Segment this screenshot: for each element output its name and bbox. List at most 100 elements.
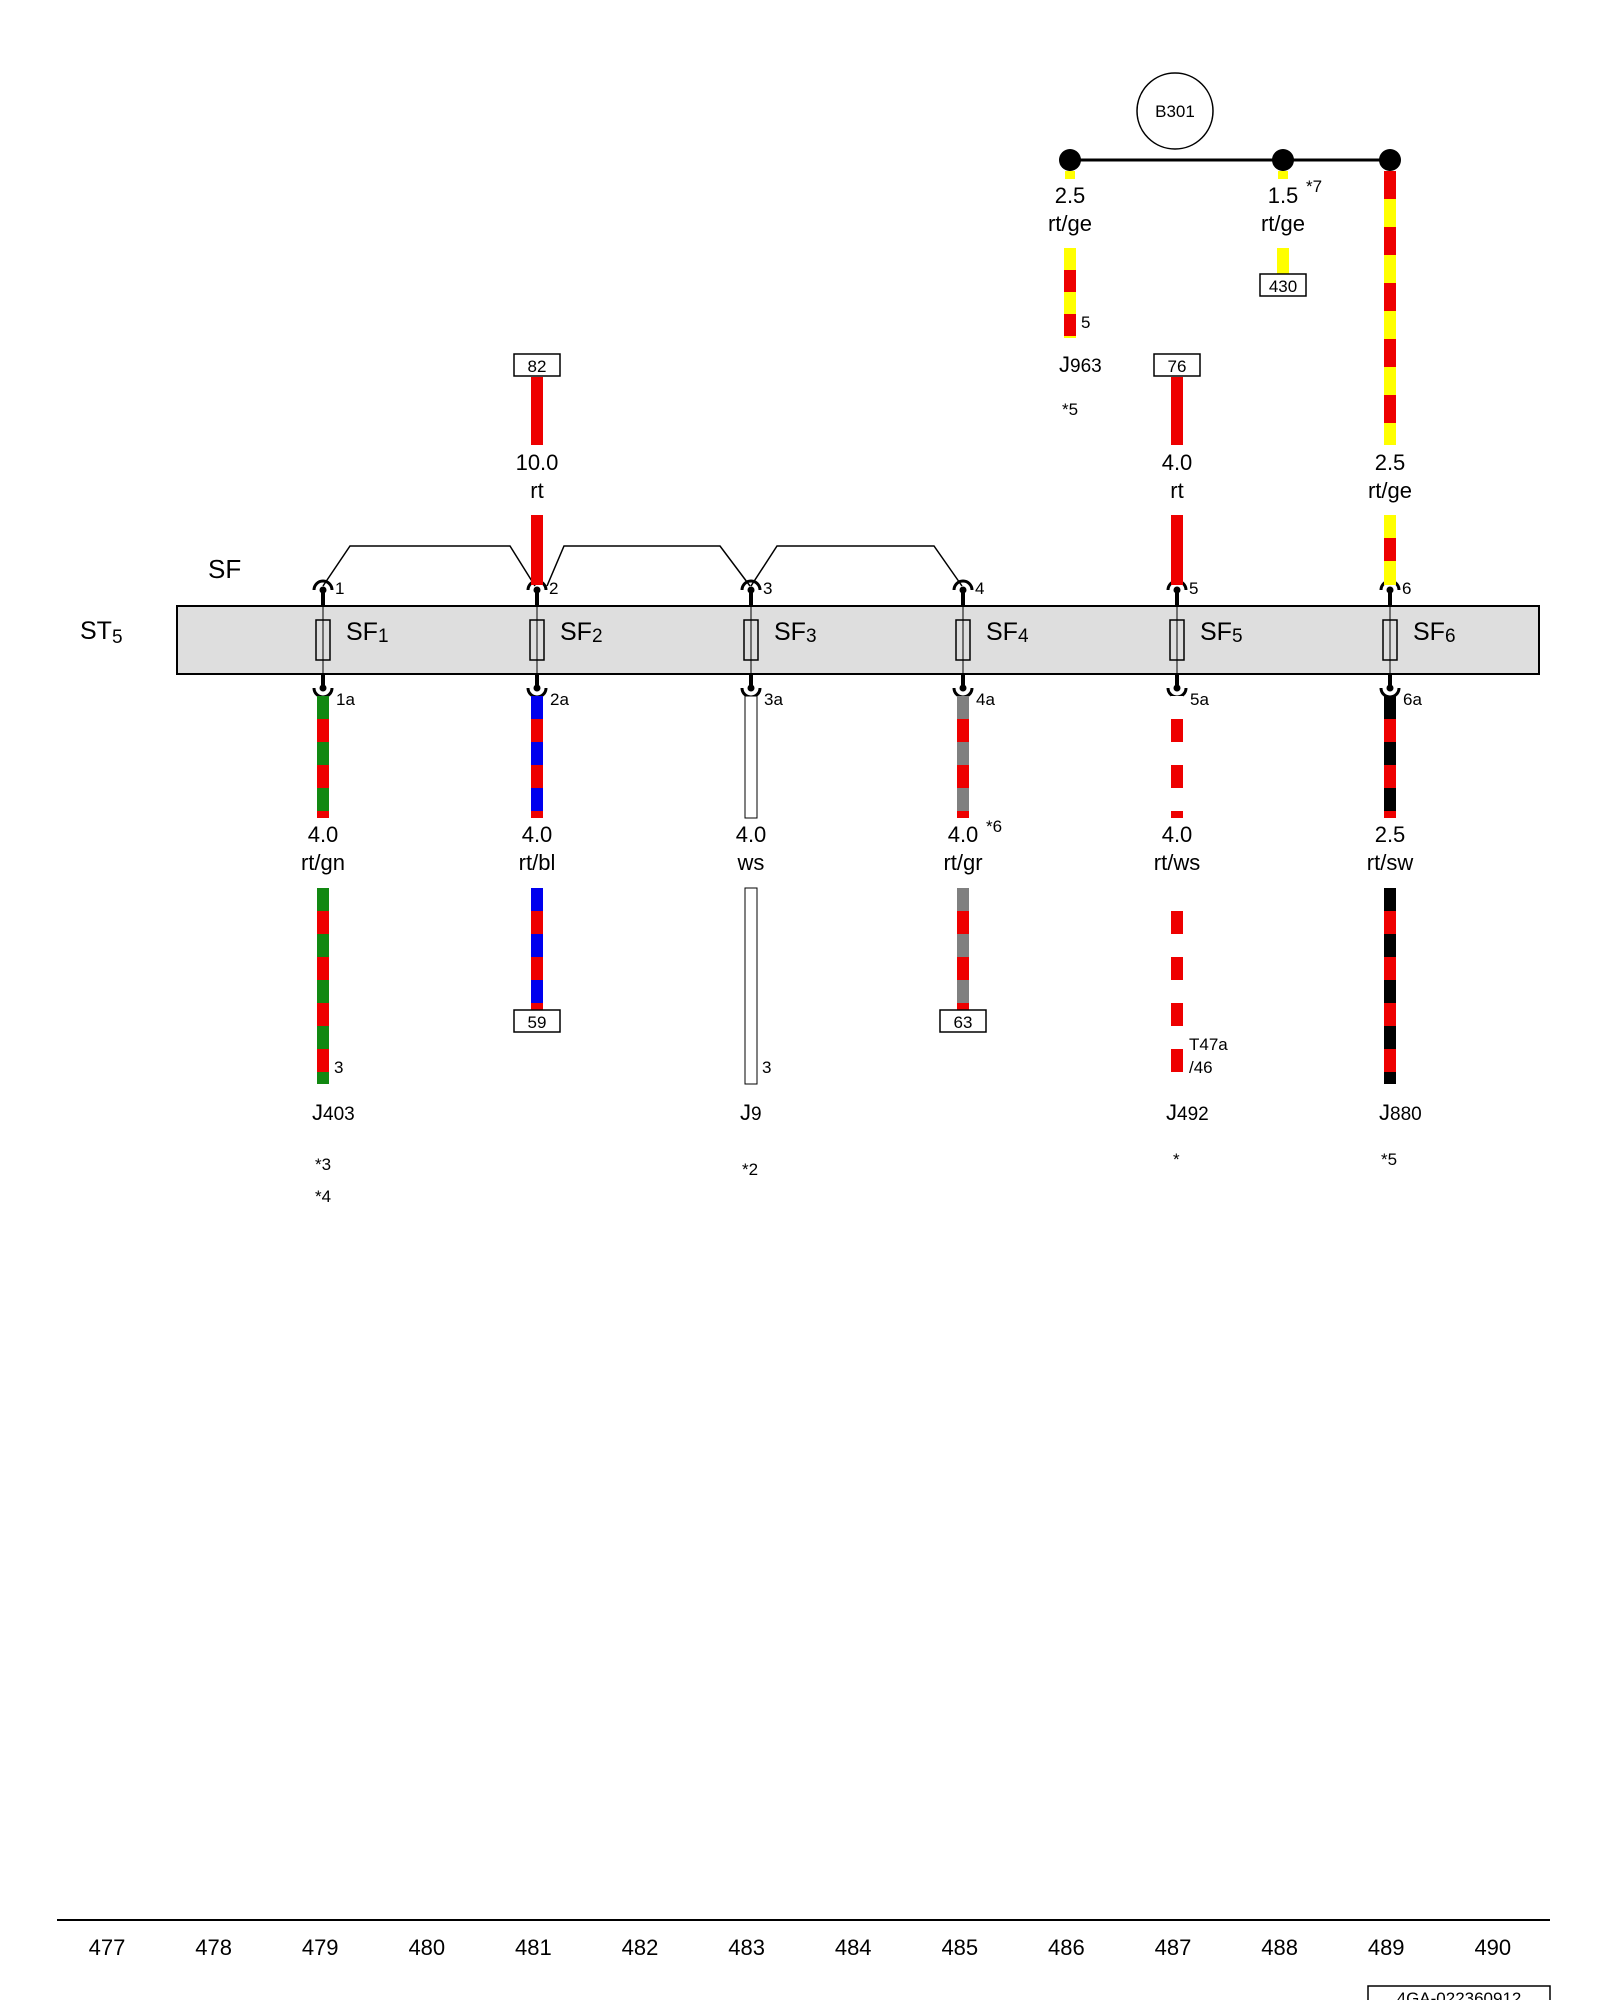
wire-sf2-upper xyxy=(531,696,543,818)
wire-segment xyxy=(1171,1026,1183,1049)
dest-j403-note-1: *3 xyxy=(315,1155,331,1174)
wire-segment xyxy=(745,742,757,765)
fuse-holder-bar xyxy=(176,605,1540,675)
wire-segment xyxy=(531,788,543,811)
fuse-sf6-label: SF6 xyxy=(1413,618,1456,647)
wire-segment xyxy=(1171,980,1183,1003)
wire-segment xyxy=(1064,270,1076,292)
fuse-sf1-bottom-pin-label: 1a xyxy=(336,690,355,709)
column-number: 481 xyxy=(515,1935,552,1960)
wire-segment xyxy=(1384,395,1396,423)
wire-sf6-color: rt/sw xyxy=(1367,850,1414,875)
b301-left-color: rt/ge xyxy=(1048,211,1092,236)
top-sf2-box xyxy=(513,353,561,377)
fuse-sf3-label: SF3 xyxy=(774,618,817,647)
wire-segment xyxy=(957,934,969,957)
wire-segment xyxy=(957,765,969,788)
b301-mid-note: *7 xyxy=(1306,177,1322,196)
wire-segment xyxy=(1064,314,1076,336)
wire-segment xyxy=(317,811,329,818)
wire-segment xyxy=(957,980,969,1003)
wire-segment xyxy=(1171,377,1183,445)
wire-segment xyxy=(1384,742,1396,765)
dest-sf5-pin-a: T47a xyxy=(1189,1035,1228,1054)
dest-j880-note: *5 xyxy=(1381,1150,1397,1169)
top-sf2-color: rt xyxy=(530,478,543,503)
fuse-sf4-bottom-pin-label: 4a xyxy=(976,690,995,709)
fuse-sf3-top-pin-label: 3 xyxy=(763,579,772,598)
dest-j403: J403 xyxy=(312,1100,355,1125)
wire-segment xyxy=(531,980,543,1003)
wire-segment xyxy=(1384,1049,1396,1072)
wire-segment xyxy=(957,811,969,818)
wire-segment xyxy=(1384,515,1396,538)
fuse-sf6-bottom-pin-label: 6a xyxy=(1403,690,1422,709)
wire-sf2-top-upper xyxy=(531,377,543,445)
wire-segment xyxy=(957,888,969,911)
wire-segment xyxy=(957,788,969,811)
wire-sf6-gauge: 2.5 xyxy=(1375,822,1406,847)
wire-segment xyxy=(1171,1049,1183,1072)
wire-segment xyxy=(1384,561,1396,584)
wire-segment xyxy=(1384,980,1396,1003)
wire-segment xyxy=(1171,1003,1183,1026)
wire-sf4-gauge: 4.0 xyxy=(948,822,979,847)
wire-segment xyxy=(1277,248,1289,274)
wire-segment xyxy=(1064,292,1076,314)
wire-segment xyxy=(1384,367,1396,395)
wire-sf3-color: ws xyxy=(737,850,765,875)
wire-segment xyxy=(957,957,969,980)
column-number: 488 xyxy=(1261,1935,1298,1960)
wire-sf5-gauge: 4.0 xyxy=(1162,822,1193,847)
wire-segment xyxy=(531,719,543,742)
wire-segment xyxy=(957,742,969,765)
fuse-sf6-top-pin-label: 6 xyxy=(1402,579,1411,598)
column-number: 479 xyxy=(302,1935,339,1960)
wire-segment xyxy=(317,788,329,811)
dest-j963: J963 xyxy=(1059,352,1102,377)
fuse-sf3-bottom-pin-label: 3a xyxy=(764,690,783,709)
wire-sf1-color: rt/gn xyxy=(301,850,345,875)
busbar-jumper-1-2 xyxy=(322,545,536,587)
top-sf2-box-label: 82 xyxy=(528,357,547,376)
column-number: 480 xyxy=(408,1935,445,1960)
dest-sf5-pin-b: /46 xyxy=(1189,1058,1213,1077)
wire-sf6-top-upper xyxy=(1384,171,1396,445)
wire-segment xyxy=(745,788,757,811)
wire-sf6-lower xyxy=(1384,888,1396,1084)
wire-segment xyxy=(1064,336,1076,338)
wire-sf2-lower xyxy=(531,888,543,1010)
wire-segment xyxy=(1384,255,1396,283)
wire-segment xyxy=(745,1026,757,1049)
wire-segment xyxy=(1384,888,1396,911)
wire-segment xyxy=(1171,515,1183,585)
dest-sf4-box xyxy=(939,1009,987,1033)
column-number: 478 xyxy=(195,1935,232,1960)
fuse-sf5-label: SF5 xyxy=(1200,618,1243,647)
wire-segment xyxy=(957,696,969,719)
wire-segment xyxy=(957,911,969,934)
wire-segment xyxy=(1064,248,1076,270)
wire-segment xyxy=(745,957,757,980)
column-number: 486 xyxy=(1048,1935,1085,1960)
wire-sf4-lower xyxy=(957,888,969,1010)
b301-left-pin: 5 xyxy=(1081,313,1090,332)
fuse-sf6: 6 SF6 6a xyxy=(1379,579,1456,709)
dest-j963-note: *5 xyxy=(1062,400,1078,419)
column-number: 490 xyxy=(1474,1935,1511,1960)
wire-segment xyxy=(1171,788,1183,811)
fuse-sf5-top-pin-label: 5 xyxy=(1189,579,1198,598)
wire-segment xyxy=(531,377,543,445)
wire-segment xyxy=(317,1003,329,1026)
dest-j492-note: * xyxy=(1173,1150,1180,1169)
dest-j492: J492 xyxy=(1166,1100,1209,1125)
wire-segment xyxy=(317,1072,329,1084)
column-number: 482 xyxy=(622,1935,659,1960)
wire-segment xyxy=(317,980,329,1003)
wire-segment xyxy=(745,719,757,742)
column-number: 483 xyxy=(728,1935,765,1960)
top-sf6-color: rt/ge xyxy=(1368,478,1412,503)
dest-sf2-box xyxy=(513,1009,561,1033)
fuse-sf1-label: SF1 xyxy=(346,618,389,647)
